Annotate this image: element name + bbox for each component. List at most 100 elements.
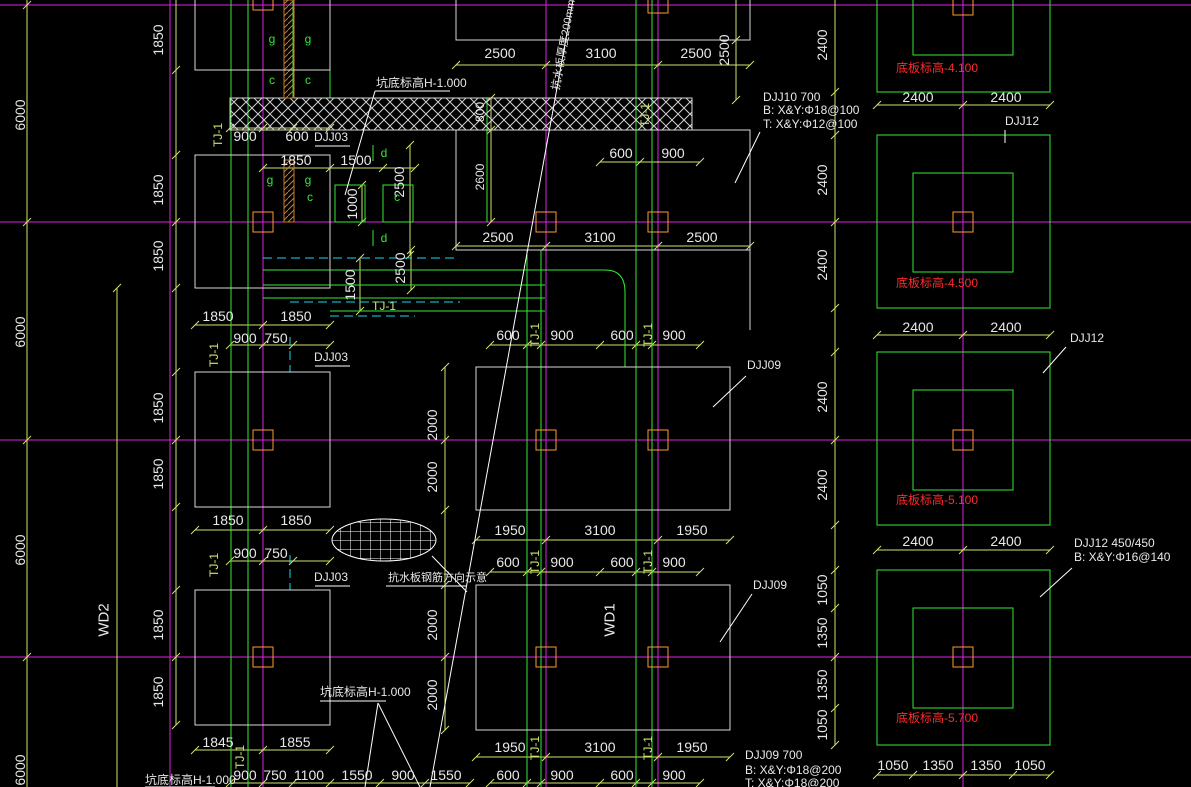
dimension-tick bbox=[830, 565, 840, 575]
dimension-tick bbox=[190, 525, 200, 535]
axis-dimension-label: 6000 bbox=[12, 316, 28, 347]
column bbox=[952, 646, 974, 668]
dimension-label: 900 bbox=[391, 767, 415, 783]
dimension-tick bbox=[958, 770, 968, 780]
dimension-tick bbox=[258, 778, 268, 787]
section-mark: d bbox=[381, 146, 388, 160]
dimension-label: 600 bbox=[609, 145, 633, 161]
dimension-label: 1855 bbox=[279, 734, 310, 750]
wall-label: WD1 bbox=[602, 603, 619, 636]
rebar-note: T: X&Y:Φ12@100 bbox=[763, 117, 858, 131]
dimension-tick bbox=[595, 778, 605, 787]
rebar-direction-note: 抗水板钢筋方向示意 bbox=[388, 570, 487, 584]
dimension-tick bbox=[378, 163, 388, 173]
dimension-tick bbox=[485, 778, 495, 787]
dimension-tick bbox=[22, 435, 32, 445]
dimension-label: 900 bbox=[661, 145, 685, 161]
dimension-tick bbox=[830, 740, 840, 750]
dimension-tick bbox=[440, 725, 450, 735]
column bbox=[952, 0, 974, 16]
dimension-tick bbox=[465, 778, 475, 787]
dimension-tick bbox=[830, 347, 840, 357]
footing-label: DJJ03 bbox=[314, 350, 348, 364]
dimension-label: 600 bbox=[496, 554, 520, 570]
dimension-label: 2000 bbox=[424, 679, 440, 710]
beam-label-tj1: TJ-1 bbox=[372, 299, 396, 313]
notes: 坑底标高H-1.000 抗水板钢筋方向示意 坑底标高H-1.000 坑底标高H-… bbox=[145, 0, 578, 787]
hatched-areas bbox=[229, 0, 693, 223]
column bbox=[647, 646, 669, 668]
dimension-tick bbox=[258, 525, 268, 535]
dimension-label: 750 bbox=[264, 545, 288, 561]
footing-label: DJJ09 bbox=[753, 578, 787, 592]
dimension-tick bbox=[745, 60, 755, 70]
dimension-tick bbox=[406, 285, 416, 295]
dimension-label: 1850 bbox=[202, 308, 233, 324]
dimension-label: 1100 bbox=[294, 767, 324, 783]
beam-label-tj1: TJ-1 bbox=[641, 736, 655, 760]
dimension-tick bbox=[171, 585, 181, 595]
dimension-label: 2400 bbox=[814, 381, 830, 412]
dimension-tick bbox=[171, 217, 181, 227]
section-mark: g bbox=[305, 173, 312, 187]
dimension-label: 900 bbox=[662, 327, 686, 343]
column bbox=[252, 211, 274, 233]
dimension-tick bbox=[830, 652, 840, 662]
dimension-tick bbox=[410, 163, 420, 173]
dimension-tick bbox=[258, 320, 268, 330]
section-mark: g bbox=[269, 32, 276, 46]
dimension-tick bbox=[872, 545, 882, 555]
dimension-label: 1350 bbox=[814, 669, 830, 700]
column bbox=[647, 0, 669, 14]
dimension-label: 1500 bbox=[342, 269, 358, 300]
dimension-tick bbox=[171, 367, 181, 377]
dimension-label: 1850 bbox=[212, 512, 243, 528]
dimension-tick bbox=[541, 535, 551, 545]
section-mark: c bbox=[269, 73, 275, 87]
dimension-label: 600 bbox=[496, 327, 520, 343]
dimension-tick bbox=[375, 778, 385, 787]
rebar-note: B: X&Y:Φ16@140 bbox=[1074, 550, 1171, 564]
dimension-tick bbox=[541, 241, 551, 251]
leader-lines bbox=[145, 0, 1073, 787]
footing-label: DJJ12 450/450 bbox=[1074, 536, 1155, 550]
dimension-tick bbox=[171, 65, 181, 75]
dimension-tick bbox=[872, 100, 882, 110]
dimension-tick bbox=[471, 535, 481, 545]
axis-dimension-label: 6000 bbox=[12, 99, 28, 130]
dimension-label: 2000 bbox=[424, 461, 440, 492]
dimension-tick bbox=[1045, 330, 1055, 340]
dimension-tick bbox=[1008, 770, 1018, 780]
dimension-label: 1500 bbox=[340, 152, 371, 168]
dimension-label: 2500 bbox=[484, 45, 515, 61]
dimension-tick bbox=[22, 652, 32, 662]
pit-elevation-note: 坑底标高H-1.000 bbox=[320, 684, 411, 699]
dimension-tick bbox=[451, 60, 461, 70]
rebar-note: T: X&Y:Φ18@200 bbox=[745, 776, 840, 787]
dimension-label: 1845 bbox=[202, 734, 233, 750]
dimension-tick bbox=[541, 752, 551, 762]
footing-label: DJJ03 bbox=[314, 130, 348, 144]
dimension-tick bbox=[695, 567, 705, 577]
dimension-label: 2500 bbox=[716, 34, 732, 65]
footing-outlines bbox=[194, 0, 1051, 746]
dimension-tick bbox=[22, 0, 32, 10]
dimension-tick bbox=[872, 330, 882, 340]
dimension-tick bbox=[440, 505, 450, 515]
dimension-label: 3100 bbox=[584, 739, 615, 755]
wall-hatch bbox=[283, 0, 295, 99]
dimension-tick bbox=[225, 340, 235, 350]
dimension-label: 1050 bbox=[814, 709, 830, 740]
dimension-label: 2400 bbox=[814, 29, 830, 60]
dimension-tick bbox=[405, 140, 415, 150]
dimension-tick bbox=[830, 217, 840, 227]
dimension-label: 1850 bbox=[150, 609, 166, 640]
wall-label: WD2 bbox=[96, 603, 113, 636]
footing-label: DJJ12 bbox=[1005, 114, 1039, 128]
dimension-label: 1050 bbox=[877, 757, 908, 773]
dimension-tick bbox=[595, 567, 605, 577]
footing-label: DJJ03 bbox=[314, 570, 348, 584]
dimension-label: 2500 bbox=[482, 229, 513, 245]
